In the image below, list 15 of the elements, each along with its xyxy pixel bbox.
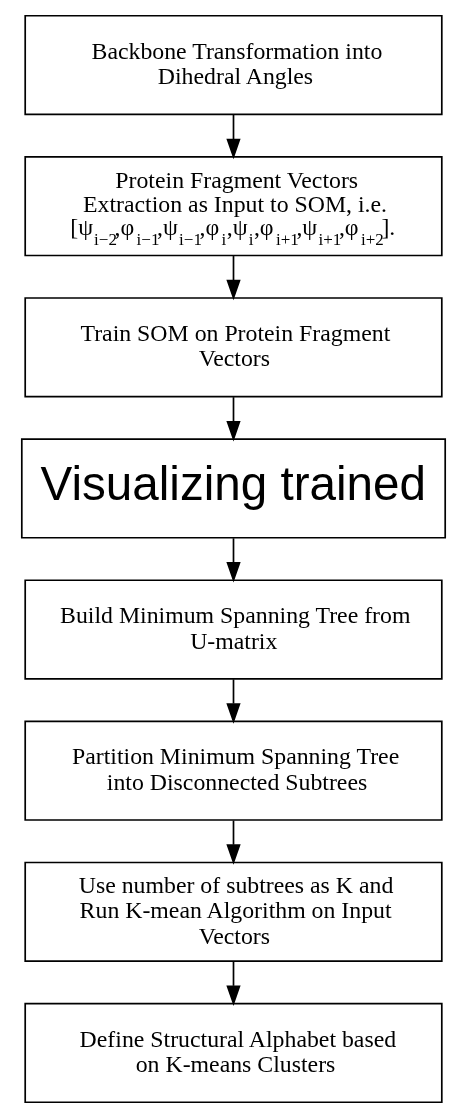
node-box: Backbone Transformation into Dihedral Angles (23, 14, 443, 116)
node-box: Visualizing trained (20, 438, 446, 539)
arrow (225, 255, 241, 301)
arrow (225, 396, 241, 442)
node-box: Build Minimum Spanning Tree from U-matrix (23, 579, 443, 680)
node-box: Train SOM on Protein Fragment Vectors (23, 297, 443, 398)
node-box: Use number of subtrees as K and Run K-mean Algorithm on Input Vectors (23, 861, 443, 962)
node-box: Protein Fragment Vectors Extraction as Input to SOM, i.e. [ψ$_{i−2}$,φ$_{i−1}$,ψ$_{i−1}$,φ$_{i}$,ψ$_{i}$,φ$_{i+1}$,ψ$_{i+1}$,φ$_{i+2}$]. (23, 156, 443, 257)
arrow (225, 819, 241, 865)
arrow (225, 678, 241, 724)
node-box: Define Structural Alphabet based on K-means Clusters (23, 1002, 443, 1104)
arrow (225, 960, 241, 1006)
node-box: Partition Minimum Spanning Tree into Disconnected Subtrees (23, 720, 443, 821)
arrow (225, 114, 241, 160)
arrow (225, 537, 241, 583)
